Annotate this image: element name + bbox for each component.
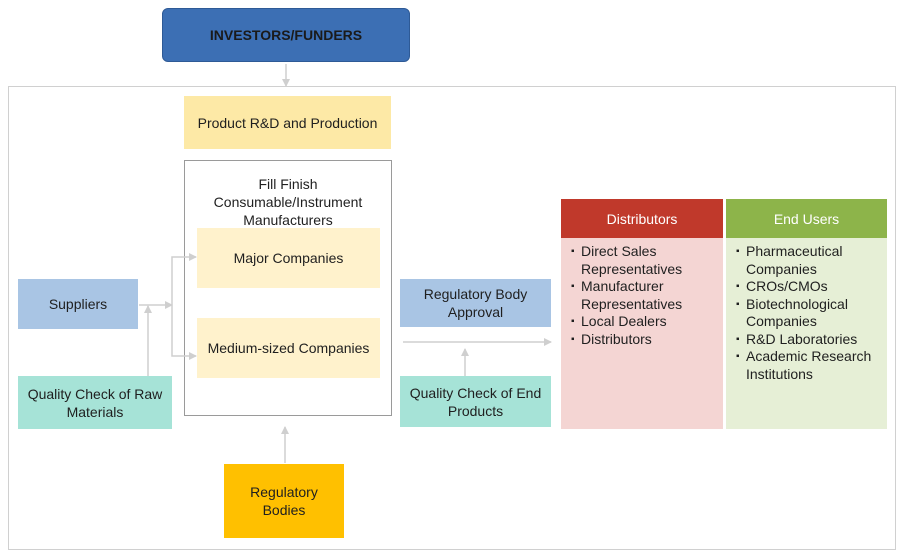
end-users-list-item-line: CROs/CMOs: [746, 278, 828, 294]
end-users-title: End Users: [773, 210, 840, 227]
distributors-list-item-line: Representatives: [581, 295, 683, 312]
distributors-list-item-line: Local Dealers: [581, 313, 667, 329]
medium-companies-label: Medium-sized Companies: [207, 340, 370, 356]
end-users-list-item-line: Companies: [746, 260, 817, 277]
regulatory-bodies-label-line: Regulatory: [250, 484, 318, 500]
rnd-label: Product R&D and Production: [197, 114, 378, 131]
end-users-list-item-line: Biotechnological: [746, 295, 848, 312]
end-users-list-item: ▪ R&D Laboratories: [736, 331, 881, 349]
end-users-header: End Users: [726, 199, 887, 238]
manufacturers-title-line: Manufacturers: [243, 212, 333, 228]
suppliers-label: Suppliers: [48, 296, 108, 312]
major-companies-label: Major Companies: [233, 250, 344, 266]
qc-end-label-line: Quality Check of End: [409, 384, 542, 401]
distributors-list-item: ▪ Distributors: [571, 331, 717, 349]
suppliers-box: Suppliers: [18, 279, 138, 329]
distributors-header: Distributors: [561, 199, 723, 238]
distributors-title: Distributors: [606, 210, 678, 227]
arrow-to-major: [171, 253, 197, 305]
regulatory-approval-label-line: Approval: [447, 304, 504, 320]
regulatory-bodies-label-line: Bodies: [262, 502, 306, 518]
regulatory-approval-label-line: Regulatory Body: [423, 286, 528, 302]
end-users-list-item-line: R&D Laboratories: [746, 330, 858, 347]
distributors-list-item-line: Manufacturer: [581, 278, 664, 294]
value-chain-frame: [8, 86, 896, 550]
bullet-icon: ▪: [736, 351, 740, 362]
distributors-list-item: ▪ Local Dealers: [571, 313, 717, 331]
regulatory-approval-box: Regulatory Body Approval: [400, 279, 551, 327]
bullet-icon: ▪: [736, 333, 740, 345]
bullet-icon: ▪: [736, 298, 740, 310]
medium-companies-box: Medium-sized Companies: [197, 318, 380, 378]
arrow-to-medium: [171, 305, 197, 360]
end-users-list-item: ▪ CROs/CMOs: [736, 278, 881, 296]
bullet-icon: ▪: [571, 316, 575, 327]
bullet-icon: ▪: [736, 246, 740, 257]
end-users-list-item-line: Institutions: [746, 365, 813, 382]
distributors-list-item-line: Representatives: [581, 260, 683, 277]
major-companies-box: Major Companies: [197, 228, 380, 288]
bullet-icon: ▪: [571, 333, 575, 345]
qc-end-label-line: Products: [447, 402, 504, 419]
qc-end-products-box: Quality Check of End Products: [400, 376, 551, 427]
qc-raw-materials-box: Quality Check of Raw Materials: [18, 376, 172, 429]
manufacturers-title-line: Consumable/Instrument: [213, 194, 363, 210]
qc-raw-label-line: Quality Check of Raw: [27, 385, 163, 402]
product-rnd-box: Product R&D and Production: [184, 96, 391, 149]
distributors-list-item-line: Direct Sales: [581, 243, 657, 259]
end-users-list-item-line: Companies: [746, 313, 817, 329]
bullet-icon: ▪: [571, 246, 575, 257]
distributors-list-item-line: Distributors: [581, 330, 652, 347]
end-users-list-item-line: Pharmaceutical: [746, 243, 843, 259]
regulatory-bodies-box: Regulatory Bodies: [224, 464, 344, 538]
manufacturers-title: Fill Finish Consumable/Instrument Manufa…: [185, 175, 391, 229]
end-users-list-item-line: Academic Research: [746, 348, 872, 364]
investors-label: INVESTORS/FUNDERS: [209, 27, 363, 43]
manufacturers-title-line: Fill Finish: [258, 176, 318, 192]
bullet-icon: ▪: [571, 281, 575, 292]
investors-funders-box: INVESTORS/FUNDERS: [162, 8, 410, 62]
qc-raw-label-line: Materials: [66, 403, 124, 420]
bullet-icon: ▪: [736, 281, 740, 292]
